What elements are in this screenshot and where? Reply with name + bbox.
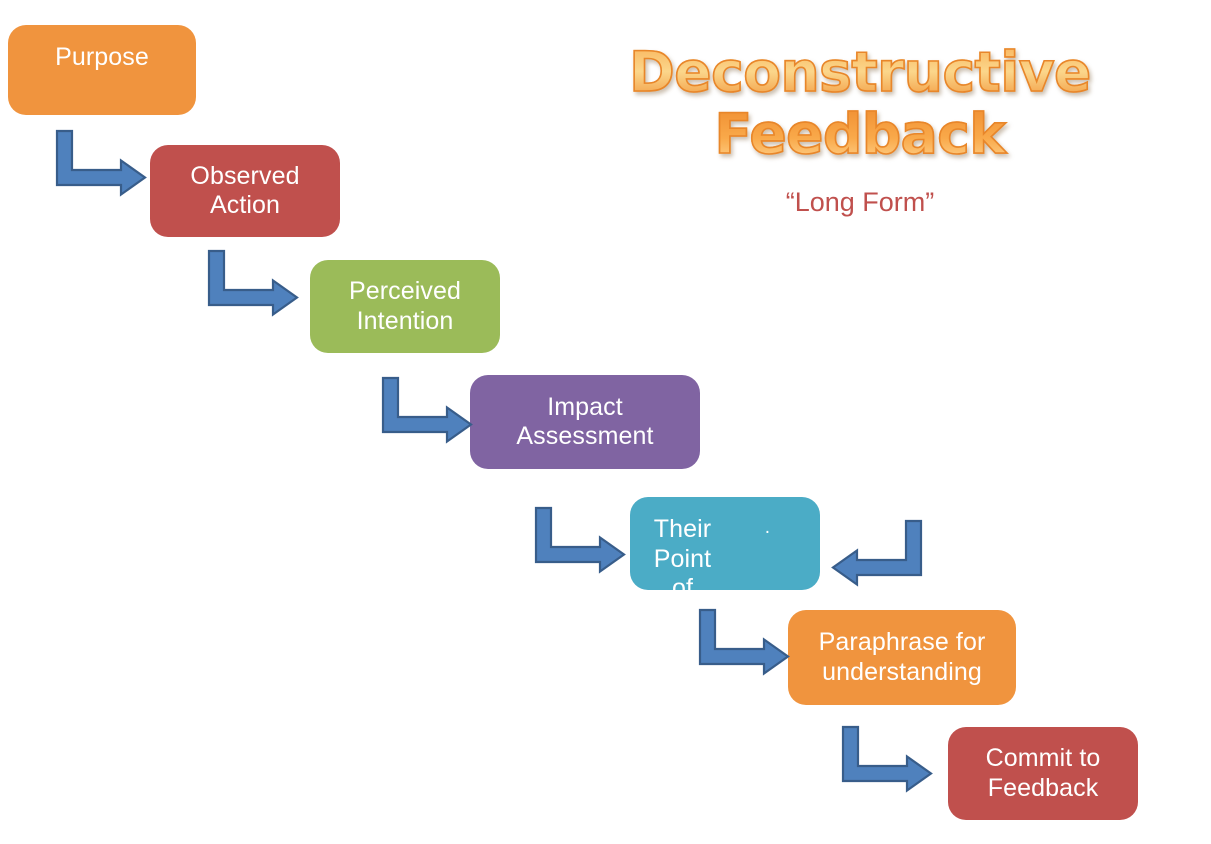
- step-label-purpose: Purpose: [55, 43, 149, 71]
- step-box-purpose[interactable]: Purpose: [8, 25, 196, 115]
- arrow-paraphrase-back-to-point-of-view: [831, 519, 923, 587]
- title-line-1: Deconstructive: [628, 40, 1092, 104]
- arrow-perceived-to-impact-glyph: [381, 376, 473, 444]
- arrow-observed-action-to-perceived-glyph: [207, 249, 299, 317]
- arrow-impact-to-point-of-view-glyph: [534, 506, 626, 574]
- arrow-impact-to-point-of-view: [534, 506, 626, 574]
- diagram-title: Deconstructive Feedback: [600, 40, 1120, 166]
- arrow-perceived-to-impact: [381, 376, 473, 444]
- arrow-point-of-view-to-paraphrase-glyph: [698, 608, 790, 676]
- arrow-paraphrase-to-commit: [841, 725, 933, 793]
- arrow-purpose-to-observed-action-glyph: [55, 129, 147, 197]
- arrow-point-of-view-to-paraphrase: [698, 608, 790, 676]
- arrow-observed-action-to-perceived: [207, 249, 299, 317]
- arrow-paraphrase-back-to-point-of-view-glyph: [831, 519, 923, 587]
- arrow-paraphrase-to-commit-glyph: [841, 725, 933, 793]
- title-line-2: Feedback: [714, 101, 1007, 166]
- title-block: Deconstructive Feedback “Long Form”: [600, 40, 1120, 218]
- diagram-subtitle: “Long Form”: [785, 187, 935, 218]
- step-subdot-their-point-of-view: .: [764, 517, 771, 538]
- arrow-purpose-to-observed-action: [55, 129, 147, 197]
